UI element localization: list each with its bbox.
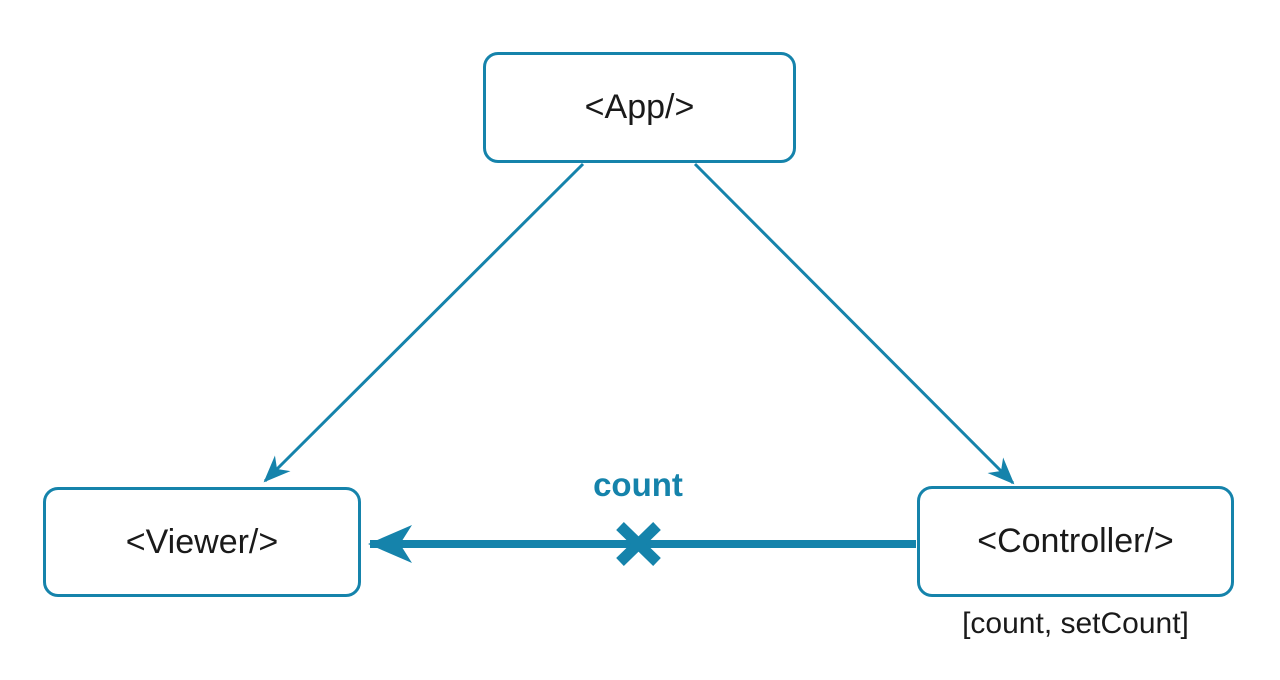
edge-app-to-controller	[693, 162, 1015, 485]
blocked-x-icon	[616, 522, 661, 566]
node-viewer-label: <Viewer/>	[125, 522, 279, 561]
node-controller-label: <Controller/>	[977, 522, 1174, 560]
edge-app-to-viewer	[263, 162, 585, 483]
controller-hook-sublabel: [count, setCount]	[962, 607, 1189, 640]
node-app: <App/>	[483, 52, 796, 163]
node-app-label: <App/>	[584, 88, 695, 126]
node-viewer: <Viewer/>	[43, 487, 361, 597]
node-controller: <Controller/>	[917, 486, 1234, 597]
edge-label-count: count	[593, 466, 683, 503]
